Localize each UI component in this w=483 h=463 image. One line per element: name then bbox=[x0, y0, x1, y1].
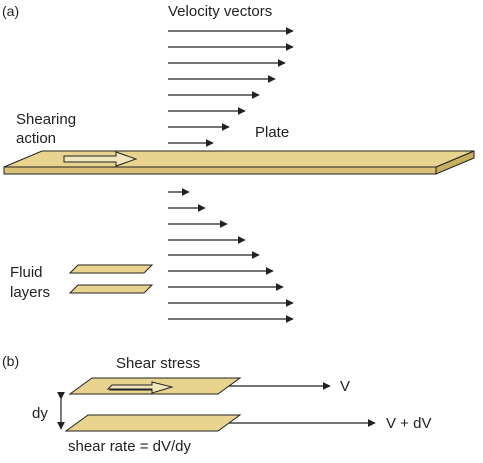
shear-rate-formula: shear rate = dV/dy bbox=[68, 438, 191, 455]
shearing-action-label-line1: Shearing bbox=[16, 111, 76, 128]
velocity-vectors-label: Velocity vectors bbox=[168, 3, 272, 20]
fluid-layers-label-line2: layers bbox=[10, 284, 50, 301]
fluid-layers-label-line1: Fluid bbox=[10, 264, 43, 281]
dy-label: dy bbox=[32, 405, 48, 422]
fluid-layer-upper bbox=[68, 264, 154, 274]
panel-b-label: (b) bbox=[2, 353, 19, 369]
upper-velocity-vectors bbox=[168, 27, 294, 147]
shear-stress-label: Shear stress bbox=[116, 355, 200, 372]
velocity-v-label: V bbox=[340, 378, 350, 395]
lower-layer-plate bbox=[64, 414, 242, 432]
lower-velocity-vectors bbox=[168, 188, 294, 323]
panel-a-label: (a) bbox=[2, 3, 19, 19]
shear-stress-arrow-body bbox=[106, 381, 174, 394]
plate-label: Plate bbox=[255, 124, 289, 141]
shearing-action-arrow-icon bbox=[63, 151, 138, 167]
shearing-action-label-line2: action bbox=[16, 130, 56, 147]
velocity-v-dv-label: V + dV bbox=[386, 415, 431, 432]
fluid-layer-lower bbox=[68, 284, 154, 294]
